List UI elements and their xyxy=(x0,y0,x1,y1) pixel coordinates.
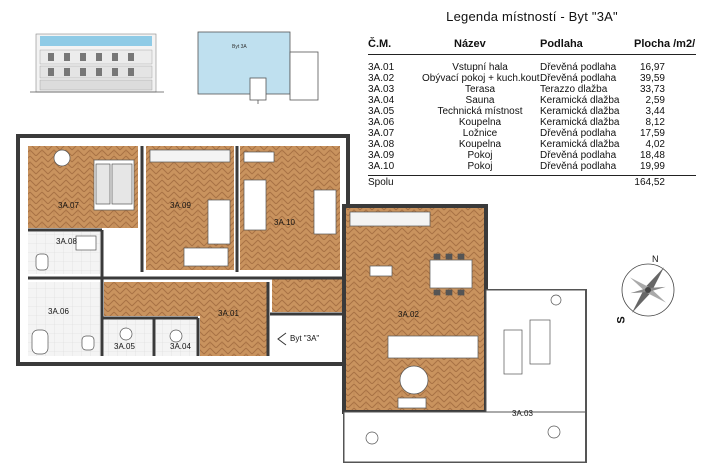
legend-code: 3A.09 xyxy=(368,150,395,161)
legend-floor: Dřevěná podlaha xyxy=(540,150,617,161)
legend-row: 3A.06 Koupelna Keramická dlažba 8,12 xyxy=(362,117,702,128)
room-label-3a04: 3A.04 xyxy=(170,342,191,351)
legend-row: 3A.04 Sauna Keramická dlažba 2,59 xyxy=(362,95,702,106)
legend-code: 3A.07 xyxy=(368,128,395,139)
room-legend: Legenda místností - Byt "3A" Č.M. Název … xyxy=(362,0,702,210)
legend-code: 3A.03 xyxy=(368,84,395,95)
compass-rose xyxy=(621,263,675,317)
legend-area: 3,44 xyxy=(645,106,665,117)
legend-name: Sauna xyxy=(465,95,495,106)
legend-total-value: 164,52 xyxy=(634,177,665,188)
room-label-3a07: 3A.07 xyxy=(58,201,79,210)
legend-row: 3A.07 Ložnice Dřevěná podlaha 17,59 xyxy=(362,128,702,139)
legend-area: 17,59 xyxy=(639,128,665,139)
key-plan-label: Byt 3A xyxy=(232,44,247,50)
legend-name: Obývací pokoj + kuch.kout xyxy=(422,73,540,84)
legend-floor: Dřevěná podlaha xyxy=(540,161,617,172)
legend-name: Terasa xyxy=(464,84,495,95)
legend-floor: Keramická dlažba xyxy=(540,117,620,128)
legend-row: 3A.09 Pokoj Dřevěná podlaha 18,48 xyxy=(362,150,702,161)
legend-area: 33,73 xyxy=(639,84,665,95)
legend-row: 3A.03 Terasa Terazzo dlažba 33,73 xyxy=(362,84,702,95)
legend-floor: Keramická dlažba xyxy=(540,106,620,117)
legend-area: 19,99 xyxy=(639,161,665,172)
legend-floor: Dřevěná podlaha xyxy=(540,62,617,73)
legend-header-name: Název xyxy=(454,38,486,50)
room-label-3a05: 3A.05 xyxy=(114,342,135,351)
room-label-3a02: 3A.02 xyxy=(398,310,419,319)
legend-area: 16,97 xyxy=(639,62,665,73)
legend-row: 3A.10 Pokoj Dřevěná podlaha 19,99 xyxy=(362,161,702,172)
room-label-3a09: 3A.09 xyxy=(170,201,191,210)
legend-name: Koupelna xyxy=(458,117,502,128)
entry-arrow-icon xyxy=(277,332,287,346)
legend-title: Legenda místností - Byt "3A" xyxy=(446,9,618,24)
legend-area: 18,48 xyxy=(639,150,665,161)
room-label-3a03: 3A.03 xyxy=(512,409,533,418)
legend-name: Pokoj xyxy=(467,150,493,161)
legend-header-rule xyxy=(368,54,696,55)
legend-floor: Terazzo dlažba xyxy=(540,84,608,95)
entry-label: Byt "3A" xyxy=(290,334,320,343)
room-label-3a08: 3A.08 xyxy=(56,237,77,246)
compass-south-label: S xyxy=(615,316,628,324)
legend-code: 3A.08 xyxy=(368,139,395,150)
legend-header-floor: Podlaha xyxy=(540,38,583,50)
compass-north-label: N xyxy=(652,254,659,264)
legend-floor: Dřevěná podlaha xyxy=(540,128,617,139)
legend-total-label: Spolu xyxy=(368,177,394,188)
room-label-3a01: 3A.01 xyxy=(218,309,239,318)
legend-floor: Dřevěná podlaha xyxy=(540,73,617,84)
legend-code: 3A.06 xyxy=(368,117,395,128)
legend-code: 3A.01 xyxy=(368,62,395,73)
legend-code: 3A.10 xyxy=(368,161,395,172)
legend-header-area: Plocha /m2/ xyxy=(634,38,696,50)
legend-area: 8,12 xyxy=(645,117,665,128)
legend-name: Technická místnost xyxy=(437,106,523,117)
legend-row: 3A.05 Technická místnost Keramická dlažb… xyxy=(362,106,702,117)
furniture xyxy=(31,149,562,445)
legend-name: Pokoj xyxy=(467,161,493,172)
key-plan-thumbnail: Byt 3A xyxy=(197,31,319,104)
legend-row: 3A.02 Obývací pokoj + kuch.kout Dřevěná … xyxy=(362,73,702,84)
legend-row: 3A.08 Koupelna Keramická dlažba 4,02 xyxy=(362,139,702,150)
legend-code: 3A.04 xyxy=(368,95,395,106)
legend-header-code: Č.M. xyxy=(368,38,392,50)
legend-code: 3A.02 xyxy=(368,73,395,84)
legend-total-row: Spolu 164,52 xyxy=(362,177,702,188)
legend-name: Vstupní hala xyxy=(452,62,508,73)
building-elevation-thumbnail xyxy=(30,33,164,93)
room-label-3a06: 3A.06 xyxy=(48,307,69,316)
legend-name: Koupelna xyxy=(458,139,502,150)
room-3a01-floor xyxy=(104,282,268,316)
legend-total-rule xyxy=(368,175,696,176)
legend-floor: Keramická dlažba xyxy=(540,95,620,106)
legend-row: 3A.01 Vstupní hala Dřevěná podlaha 16,97 xyxy=(362,62,702,73)
legend-code: 3A.05 xyxy=(368,106,395,117)
legend-name: Ložnice xyxy=(462,128,498,139)
legend-area: 2,59 xyxy=(645,95,665,106)
legend-area: 4,02 xyxy=(645,139,665,150)
legend-floor: Keramická dlažba xyxy=(540,139,620,150)
legend-area: 39,59 xyxy=(639,73,665,84)
room-label-3a10: 3A.10 xyxy=(274,218,295,227)
